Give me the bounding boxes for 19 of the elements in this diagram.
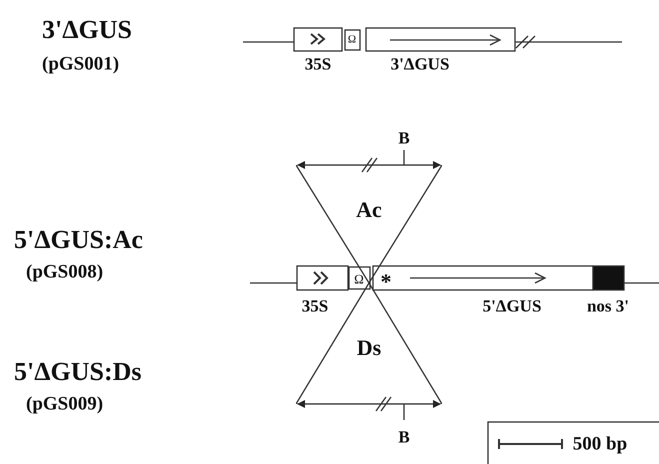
- element-label: 5'ΔGUS: [482, 298, 542, 314]
- element-symbol: Ω: [348, 34, 356, 46]
- element-label: 35S: [304, 56, 332, 72]
- construct-name: 5'ΔGUS:Ac: [14, 227, 143, 253]
- element-label: 35S: [302, 298, 328, 314]
- site-label: B: [398, 130, 410, 146]
- construct-name: 3'ΔGUS: [42, 17, 132, 43]
- plasmid-name: (pGS008): [26, 262, 104, 282]
- transposon-label: Ac: [356, 199, 382, 221]
- transposon-label: Ds: [356, 337, 382, 359]
- element-symbol: Ω: [354, 272, 364, 286]
- plasmid-name: (pGS009): [26, 394, 104, 414]
- plasmid-name: (pGS001): [42, 54, 120, 74]
- element-label: 3'ΔGUS: [390, 56, 450, 72]
- element-label: nos 3': [586, 298, 630, 314]
- site-label: B: [398, 428, 410, 446]
- mutation-mark: *: [380, 271, 392, 293]
- construct-name: 5'ΔGUS:Ds: [14, 359, 142, 385]
- scale-label: 500 bp: [572, 434, 628, 454]
